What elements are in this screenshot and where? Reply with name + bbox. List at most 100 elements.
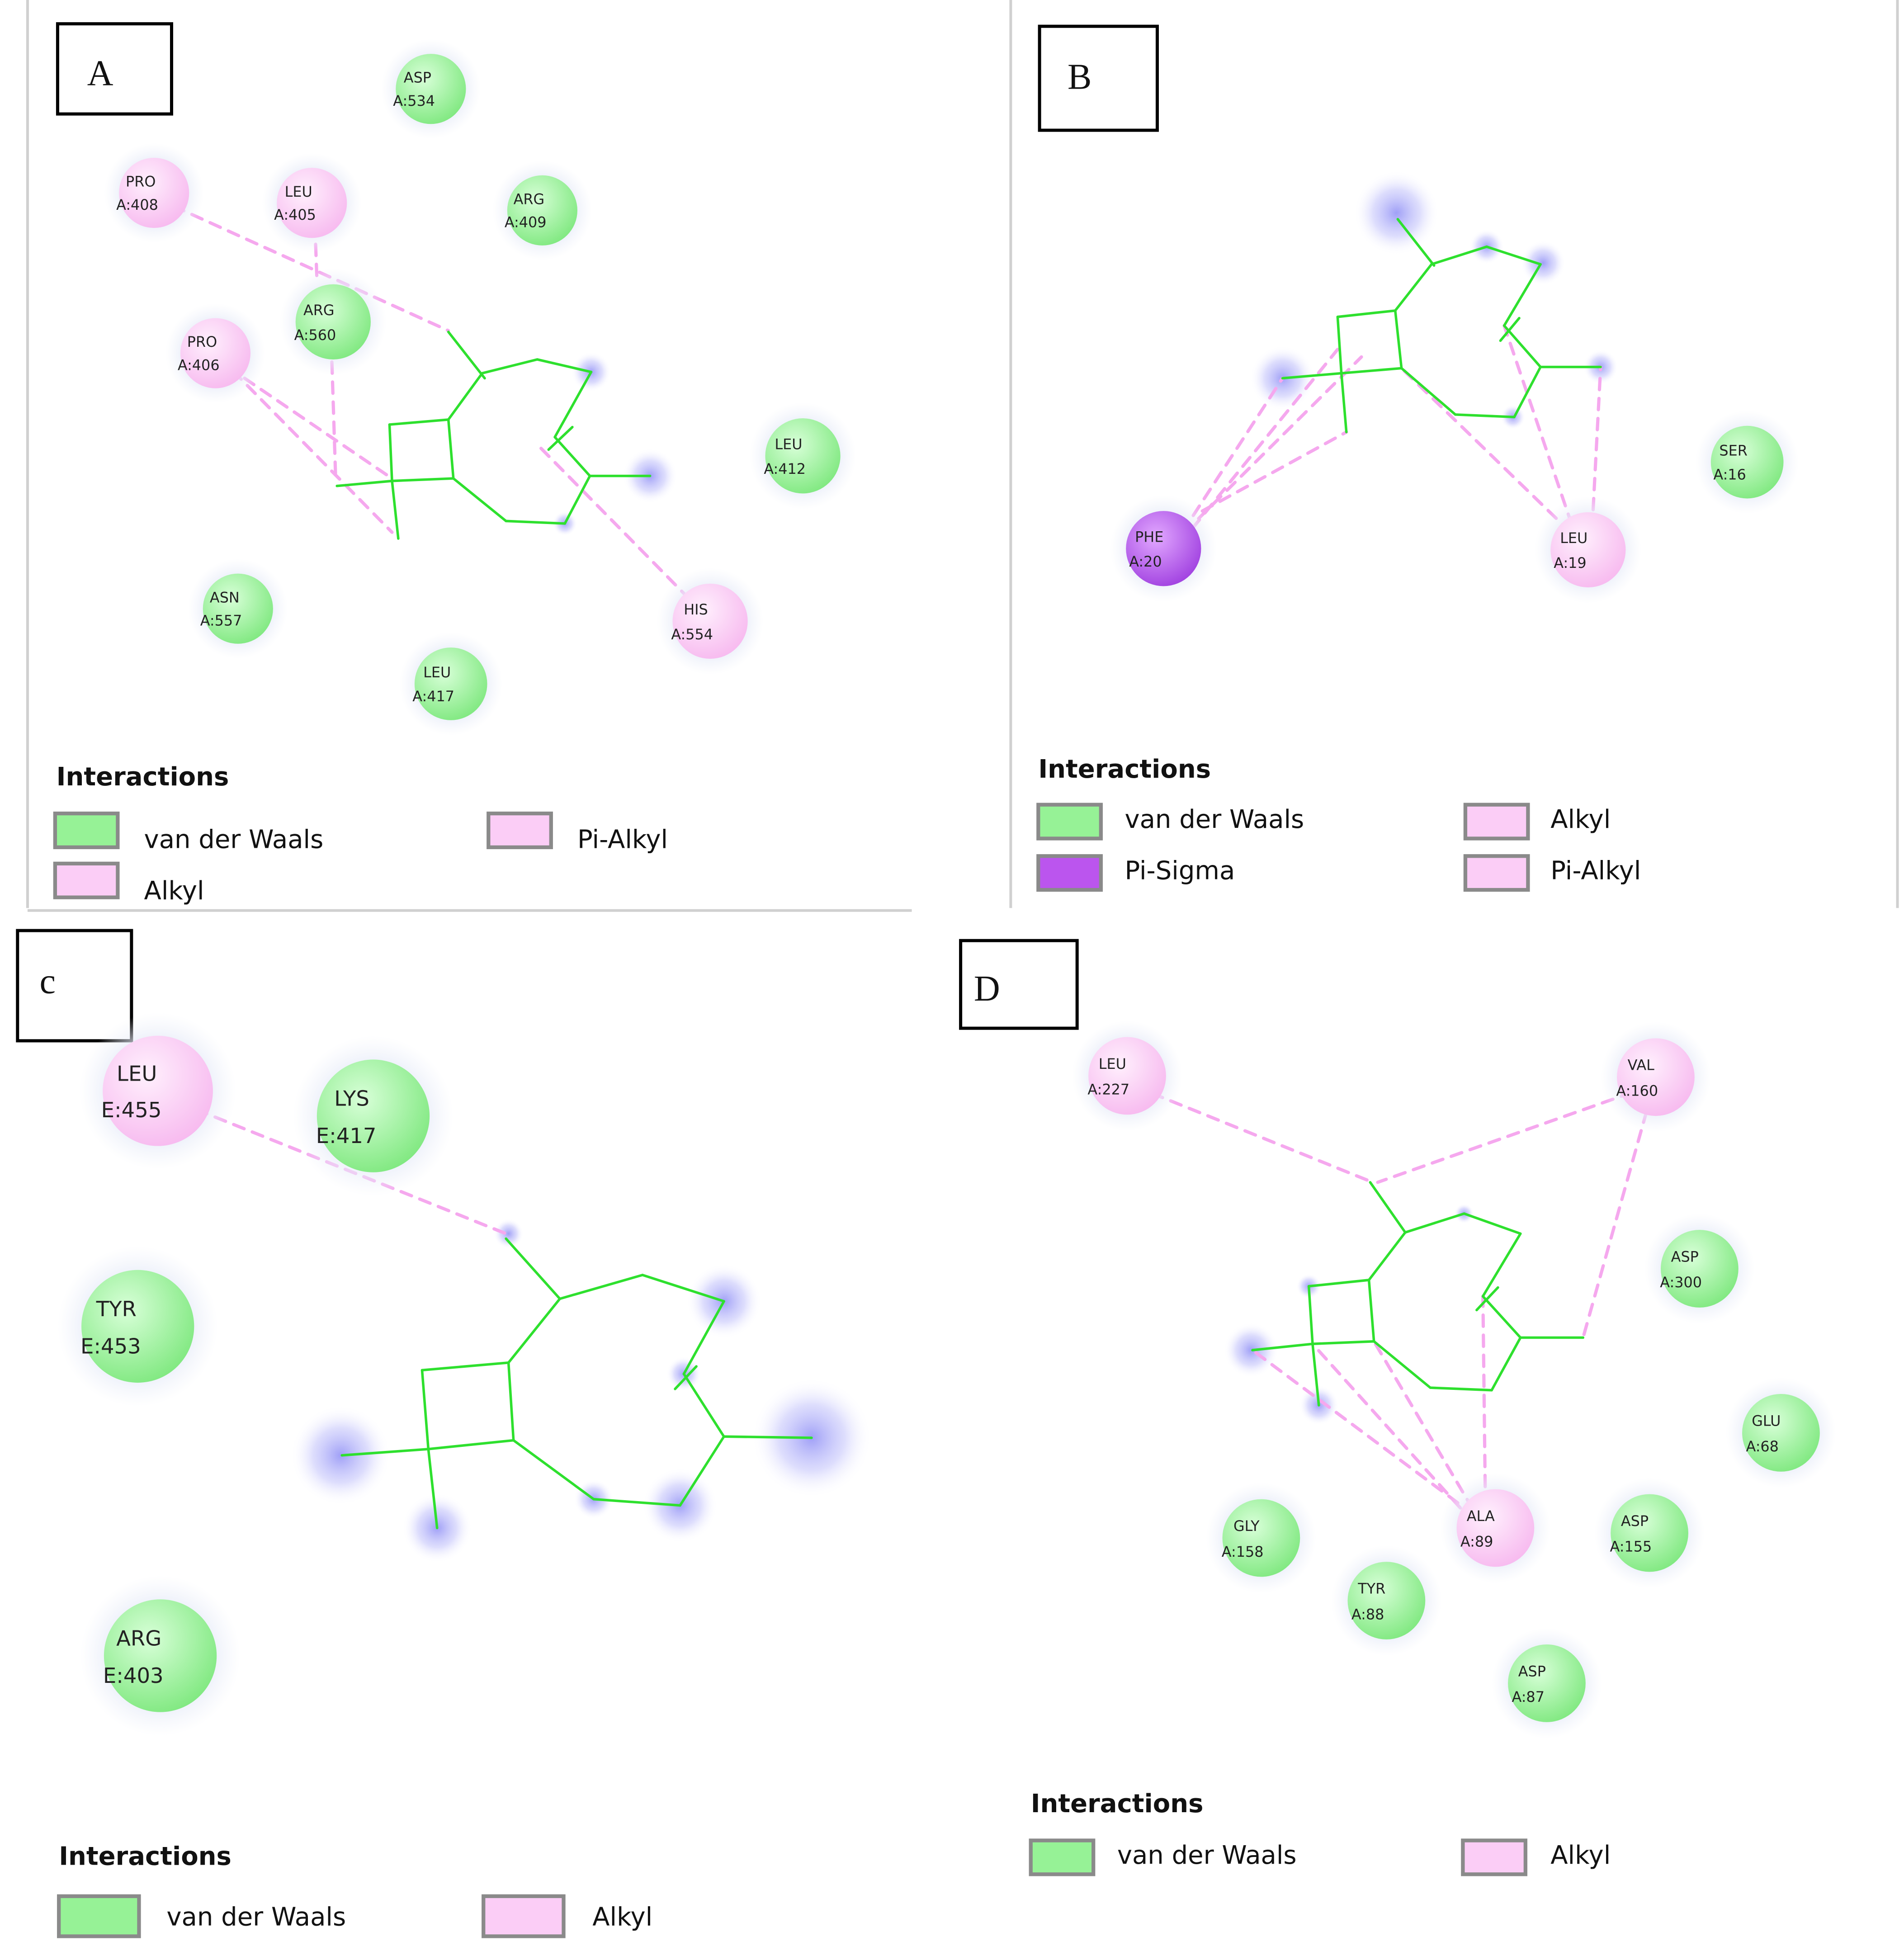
- ligand-double-bond: [1499, 317, 1521, 342]
- residue-number: A:409: [505, 214, 547, 231]
- legend-item-alkyl: Alkyl: [1463, 803, 1611, 841]
- ligand-bond: [641, 1274, 725, 1303]
- legend-swatch: [53, 811, 120, 850]
- ligand-bond: [1481, 1295, 1522, 1339]
- ligand-methyl-bond: [723, 1435, 813, 1439]
- ligand-bond: [447, 372, 484, 421]
- residue-disc: [1456, 1489, 1535, 1567]
- interaction-line: [1591, 365, 1602, 511]
- legend-swatch: [1463, 854, 1530, 892]
- ligand-bond: [1463, 1212, 1522, 1235]
- residue-number: A:412: [764, 460, 806, 477]
- legend-item-alkyl: Alkyl: [1461, 1838, 1611, 1876]
- interaction-line: [1372, 1340, 1475, 1511]
- ligand-glow-group: [552, 352, 678, 536]
- residue-disc: [1550, 512, 1626, 588]
- residue-name: PHE: [1135, 528, 1163, 545]
- residue-disc: [1742, 1394, 1820, 1472]
- panel-label: B: [1068, 57, 1091, 97]
- legend-swatch: [1463, 803, 1530, 841]
- interaction-line: [1181, 376, 1285, 534]
- residue-number: A:300: [1660, 1274, 1702, 1291]
- residue-name: PRO: [187, 333, 217, 350]
- interaction-lines: [153, 196, 702, 612]
- interaction-line: [226, 365, 390, 478]
- legend-label: Alkyl: [592, 1903, 652, 1932]
- residue-number: A:68: [1746, 1438, 1778, 1455]
- panel-label-box: [959, 939, 1079, 1030]
- residue-name: TYR: [1357, 1580, 1385, 1597]
- residue-name: LEU: [1560, 529, 1587, 547]
- residue-disc: [1126, 511, 1201, 586]
- legend-item-alkyl: Alkyl: [482, 1894, 652, 1938]
- residue-number: E:453: [80, 1334, 141, 1358]
- interaction-line: [330, 360, 337, 480]
- residue-number: E:403: [103, 1663, 164, 1688]
- residue-name: ASP: [1621, 1512, 1649, 1530]
- legend-label: van der Waals: [144, 825, 324, 854]
- residue-disc: [765, 418, 841, 494]
- residue-arg-a-560: ARG A:560: [279, 268, 387, 375]
- interaction-line: [1251, 1348, 1460, 1505]
- ligand-bond: [388, 423, 393, 482]
- legend-label: Alkyl: [1550, 805, 1611, 834]
- ligand-double-bond: [1475, 1286, 1499, 1312]
- residue-disc: [295, 284, 371, 359]
- ligand-bond: [592, 1497, 681, 1507]
- ligand-double-bond: [674, 1365, 698, 1390]
- ligand-bond: [1481, 1232, 1522, 1298]
- interaction-line: [1400, 366, 1573, 534]
- ligand-bond: [452, 477, 507, 523]
- ligand-bond: [507, 1297, 561, 1364]
- legend-label: Pi-Sigma: [1124, 856, 1235, 886]
- residue-leu-e-455: LEU E:455: [79, 1012, 236, 1169]
- residue-disc: [1508, 1644, 1586, 1722]
- interaction-line: [1200, 430, 1348, 513]
- residue-number: E:455: [101, 1098, 162, 1122]
- residue-name: ASP: [1671, 1248, 1699, 1266]
- ligand-bond: [1394, 309, 1403, 370]
- ligand-bond: [1429, 1386, 1493, 1392]
- residue-disc: [1088, 1037, 1166, 1115]
- ligand-structure: [1251, 1181, 1585, 1407]
- ligand-bond: [391, 477, 455, 482]
- residue-asp-a-155: ASP A:155: [1594, 1478, 1705, 1588]
- panel-label-box: [1038, 24, 1159, 132]
- legend-item-vdw: van der Waals: [53, 811, 324, 854]
- residue-number: A:408: [116, 196, 158, 213]
- ligand-bond: [1503, 263, 1542, 327]
- residue-disc: [317, 1059, 430, 1172]
- residue-number: A:405: [274, 206, 316, 223]
- residue-name: VAL: [1628, 1057, 1655, 1074]
- residue-number: A:88: [1351, 1606, 1384, 1623]
- ligand-bond: [1307, 1285, 1314, 1345]
- residue-disc: [180, 318, 250, 388]
- residue-number: A:155: [1610, 1538, 1652, 1555]
- residue-asp-a-300: ASP A:300: [1644, 1214, 1755, 1324]
- ligand-bond: [512, 1439, 595, 1501]
- residue-name: LEU: [117, 1062, 157, 1086]
- residue-number: A:560: [294, 326, 336, 344]
- ligand-glow-group: [1250, 170, 1618, 430]
- legend-swatch: [1036, 854, 1103, 892]
- residue-number: A:87: [1512, 1688, 1544, 1705]
- legend-item-vdw: van der Waals: [1029, 1838, 1297, 1876]
- ligand-bond: [1372, 1340, 1432, 1389]
- legend-item-vdw: van der Waals: [1036, 803, 1304, 841]
- legend-title: Interactions: [59, 1842, 232, 1871]
- ligand-bond: [1454, 413, 1516, 419]
- ligand-bond: [427, 1448, 439, 1530]
- residue-name: ARG: [303, 302, 335, 319]
- legend-label: Alkyl: [144, 876, 204, 906]
- residue-disc: [203, 573, 273, 644]
